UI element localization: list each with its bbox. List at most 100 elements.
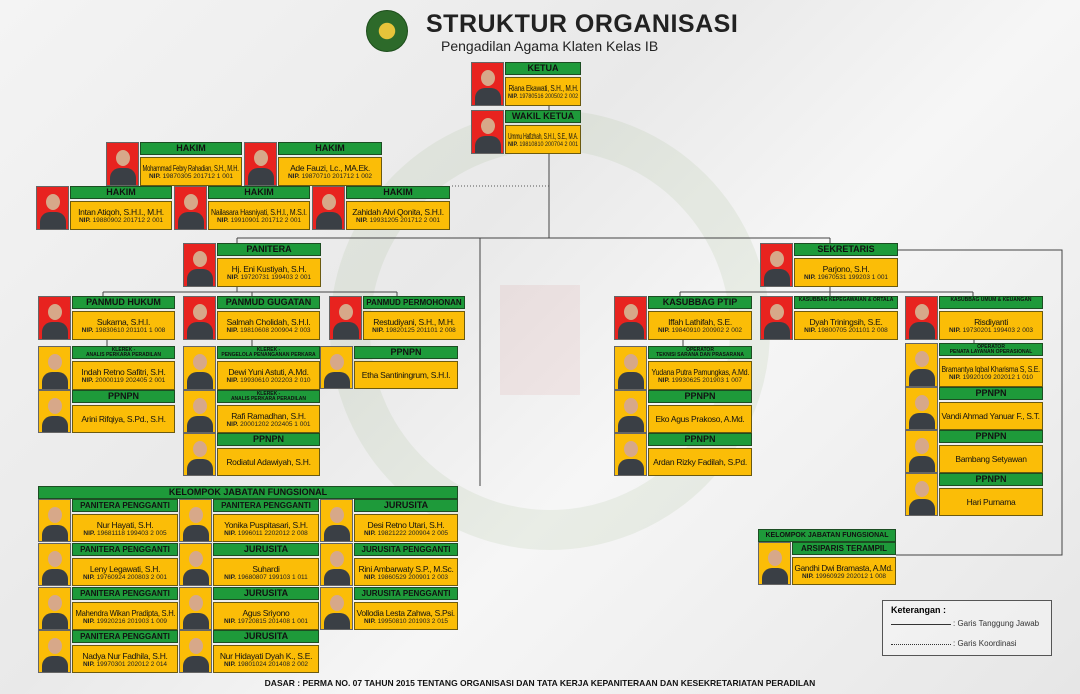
- person-nip: NIP. 19720731 199403 2 001: [227, 274, 311, 281]
- person-photo: [320, 587, 353, 630]
- name-box: Eko Agus Prakoso, A.Md.: [648, 405, 752, 433]
- kjf-right-header: KELOMPOK JABATAN FUNGSIONAL: [758, 529, 896, 542]
- person-name: Parjono, S.H.: [822, 264, 870, 274]
- kjf-left-header: KELOMPOK JABATAN FUNGSIONAL: [38, 486, 458, 499]
- person-name: Leny Legawati, S.H.: [89, 563, 161, 574]
- position-title: HAKIM: [278, 142, 382, 155]
- nip-label: NIP.: [287, 173, 300, 180]
- person-name: Yonika Puspitasari, S.H.: [224, 519, 308, 530]
- position-title: KASUBBAG KEPEGAWAIAN & ORTALA: [794, 296, 898, 309]
- person-name: Hj. Eni Kustiyah, S.H.: [231, 264, 307, 274]
- position-title: OPERATOR PENATA LAYANAN OPERASIONAL: [939, 343, 1043, 356]
- person-nip: NIP. 19670531 199203 1 001: [804, 274, 888, 281]
- position-title: KLEREK - ANALIS PERKARA PERADILAN: [217, 390, 320, 403]
- person-photo: [38, 587, 71, 630]
- person-nip: NIP. 19730201 199403 2 003: [949, 327, 1033, 334]
- org-card-pp-yonika: PANITERA PENGGANTI Yonika Puspitasari, S…: [179, 499, 319, 542]
- name-box: Rodiatul Adawiyah, S.H.: [217, 448, 320, 476]
- nip-label: NIP.: [363, 617, 376, 625]
- person-nip: NIP. 19680807 199103 1 011: [224, 574, 308, 581]
- nip-value: 19970301 202012 2 014: [96, 660, 168, 668]
- person-name: Dyah Triningsih, S.E.: [809, 317, 883, 327]
- person-nip: NIP. 19950810 201903 2 015: [364, 618, 448, 625]
- person-name: Vandi Ahmad Yanuar F., S.T.: [941, 411, 1041, 421]
- nip-value: 19680807 199103 1 011: [237, 573, 308, 581]
- name-box: Vandi Ahmad Yanuar F., S.T.: [939, 402, 1043, 430]
- footer-basis: DASAR : PERMA NO. 07 TAHUN 2015 TENTANG …: [264, 678, 816, 688]
- org-card-hakim5: HAKIM Zahidah Alvi Qonita, S.H.I. NIP. 1…: [312, 186, 450, 230]
- nip-value: 19930610 202203 2 010: [240, 377, 311, 384]
- person-nip: NIP. 19910901 201712 2 001: [217, 217, 301, 224]
- position-title: OPERATOR TEKNISI SARANA DAN PRASARANA: [648, 346, 752, 359]
- org-card-arsiparis-gandhi: ARSIPARIS TERAMPIL Gandhi Dwi Bramasta, …: [758, 542, 896, 585]
- nip-value: 19910901 201712 2 001: [230, 217, 302, 224]
- name-box: Intan Atiqoh, S.H.I., M.H. NIP. 19880902…: [70, 201, 172, 230]
- name-box: Riana Ekawati, S.H., M.H. NIP. 19780516 …: [505, 77, 581, 106]
- person-nip: NIP. 19930625 201903 1 007: [658, 377, 742, 384]
- person-photo: [38, 346, 71, 390]
- person-nip: NIP. 19880902 201712 2 001: [79, 217, 163, 224]
- name-box: Restudiyani, S.H., M.H. NIP. 19820125 20…: [363, 311, 465, 340]
- nip-label: NIP.: [148, 173, 161, 180]
- position-title: SEKRETARIS: [794, 243, 898, 256]
- org-card-ppnpn-hari: PPNPN Hari Purnama: [905, 473, 1043, 516]
- page-title: STRUKTUR ORGANISASI: [426, 10, 739, 38]
- org-card-js-desi: JURUSITA Desi Retno Utari, S.H. NIP. 198…: [320, 499, 458, 542]
- person-name: Sukarna, S.H.I.: [96, 317, 151, 327]
- person-nip: NIP. 19870305 201712 1 001: [149, 173, 233, 180]
- person-name: Restudiyani, S.H., M.H.: [373, 317, 455, 327]
- person-photo: [38, 630, 71, 673]
- person-nip: NIP. 19800705 201101 2 008: [804, 327, 888, 334]
- nip-label: NIP.: [657, 327, 670, 334]
- nip-value: 19960929 202012 1 008: [815, 572, 887, 580]
- position-title: WAKIL KETUA: [505, 110, 581, 123]
- nip-label: NIP.: [803, 274, 816, 281]
- name-box: Ade Fauzi, Lc., MA.Ek. NIP. 19870710 201…: [278, 157, 382, 186]
- name-box: Hj. Eni Kustiyah, S.H. NIP. 19720731 199…: [217, 258, 321, 287]
- org-card-jsp-vollodia: JURUSITA PENGGANTI Vollodia Lesta Zahwa,…: [320, 587, 458, 630]
- person-photo: [183, 390, 216, 433]
- person-nip: NIP. 1996011 2202012 2 008: [224, 530, 308, 537]
- position-title: ARSIPARIS TERAMPIL: [792, 542, 896, 555]
- org-card-ppnpn-ardan: PPNPN Ardan Rizky Fadilah, S.Pd.: [614, 433, 752, 476]
- nip-label: NIP.: [82, 573, 95, 581]
- org-card-op-yudana: OPERATOR TEKNISI SARANA DAN PRASARANA Yu…: [614, 346, 752, 390]
- org-card-hakim2: HAKIM Ade Fauzi, Lc., MA.Ek. NIP. 198707…: [244, 142, 382, 186]
- nip-value: 19860529 200901 2 003: [377, 573, 449, 581]
- person-photo: [183, 296, 216, 340]
- person-nip: NIP. 19930610 202203 2 010: [226, 377, 310, 384]
- org-card-wakil: WAKIL KETUA Ummu Hafizhah, S.H.I., S.E.,…: [471, 110, 581, 154]
- name-box: Sukarna, S.H.I. NIP. 19830610 201101 1 0…: [72, 311, 175, 340]
- person-name: Indah Retno Safitri, S.H.: [81, 367, 166, 377]
- person-name: Ardan Rizky Fadilah, S.Pd.: [653, 457, 747, 467]
- person-photo: [36, 186, 69, 230]
- nip-label: NIP.: [223, 660, 236, 668]
- nip-value: 19670531 199203 1 001: [817, 274, 889, 281]
- name-box: Gandhi Dwi Bramasta, A.Md. NIP. 19960929…: [792, 557, 896, 585]
- nip-value: 19681118 199403 2 005: [97, 529, 167, 537]
- nip-value: 19931205 201712 2 001: [369, 217, 441, 224]
- name-box: Nur Hidayati Dyah K., S.E. NIP. 19801024…: [213, 645, 319, 673]
- name-box: Arini Rifqiya, S.Pd., S.H.: [72, 405, 175, 433]
- legend-title: Keterangan :: [891, 605, 947, 615]
- position-title: JURUSITA: [213, 630, 319, 643]
- nip-value: 19810608 200904 2 003: [240, 327, 311, 334]
- person-nip: NIP. 19720815 201408 1 001: [224, 618, 308, 625]
- person-photo: [179, 499, 212, 542]
- name-box: Nadya Nur Fadhila, S.H. NIP. 19970301 20…: [72, 645, 178, 673]
- position-title: HAKIM: [208, 186, 310, 199]
- person-name: Etha Santiningrum, S.H.I.: [361, 370, 451, 380]
- person-photo: [614, 296, 647, 340]
- nip-label: NIP.: [948, 374, 961, 381]
- person-photo: [38, 296, 71, 340]
- org-card-ppnpn-vandi: PPNPN Vandi Ahmad Yanuar F., S.T.: [905, 387, 1043, 430]
- solid-line-sample: [891, 624, 951, 625]
- org-card-hakim4: HAKIM Nailasara Hasniyati, S.H.I., M.S.I…: [174, 186, 310, 230]
- name-box: Ummu Hafizhah, S.H.I., S.E., M.A. NIP. 1…: [505, 125, 581, 154]
- person-photo: [614, 346, 647, 390]
- person-photo: [905, 343, 938, 387]
- position-title: JURUSITA: [213, 543, 319, 556]
- person-nip: NIP. 19860529 200901 2 003: [364, 574, 448, 581]
- legend: Keterangan : : Garis Tanggung Jawab : Ga…: [882, 600, 1052, 656]
